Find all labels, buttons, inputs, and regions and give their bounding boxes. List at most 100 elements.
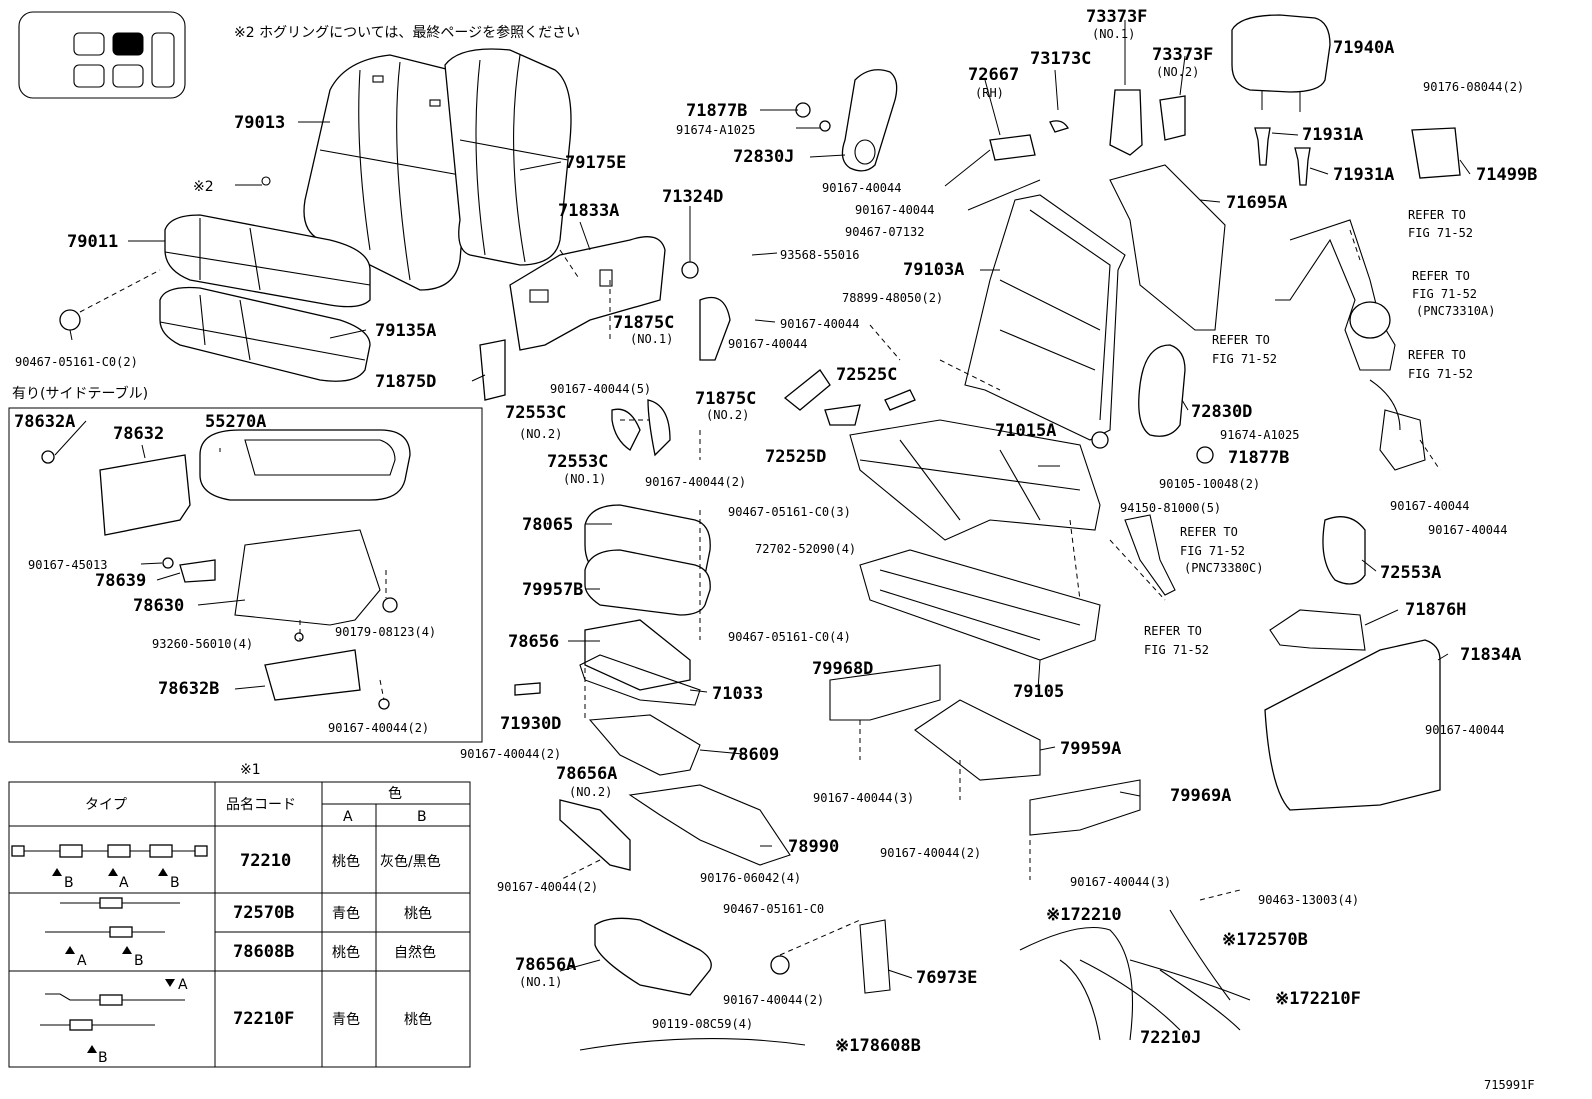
label-72667: 72667 <box>968 65 1019 85</box>
label-78656a-no2-sub: (NO.2) <box>569 785 612 799</box>
bracket-78609 <box>588 714 701 776</box>
table-row-4-b: 桃色 <box>404 1011 432 1028</box>
table-row-1-a: 桃色 <box>332 853 360 870</box>
label-71940a: 71940A <box>1333 38 1394 58</box>
label-76973e: 76973E <box>916 968 977 988</box>
table-row-3-b: 自然色 <box>394 944 436 961</box>
cover-72553c-no1 <box>647 399 671 457</box>
label-90167-40044-b: 90167-40044 <box>728 337 807 351</box>
label-93568-55016: 93568-55016 <box>780 248 859 262</box>
label-71324d: 71324D <box>662 187 723 207</box>
label-78065: 78065 <box>522 515 573 535</box>
marker-b-2: B <box>170 875 180 891</box>
table-header-a: A <box>343 809 353 825</box>
bracket-79959a <box>914 699 1041 781</box>
label-90467-05161-c0-3: 90467-05161-C0(3) <box>728 505 851 519</box>
label-71877b-top: 71877B <box>686 101 747 121</box>
label-90167-40044-d: 90167-40044 <box>855 203 934 217</box>
headrest-guides-illustration <box>1254 127 1311 186</box>
label-refer-2b: FIG 71-52 <box>1412 287 1477 301</box>
type-color-table-grid <box>8 781 471 1068</box>
marker-b-4: B <box>98 1050 108 1066</box>
label-79135a: 79135A <box>375 321 436 341</box>
label-78632a: 78632A <box>14 412 75 432</box>
table-row-1-code: 72210 <box>240 851 291 871</box>
label-71875c-no1-sub: (NO.1) <box>630 332 673 346</box>
cover-71875c-no2 <box>783 369 831 411</box>
label-78656a-no2: 78656A <box>556 764 617 784</box>
label-refer-2c: (PNC73310A) <box>1416 304 1495 318</box>
label-79103a: 79103A <box>903 260 964 280</box>
label-90176-08044-2: 90176-08044(2) <box>1423 80 1524 94</box>
label-73373f-no2: 73373F <box>1152 45 1213 65</box>
label-79968d: 79968D <box>812 659 873 679</box>
side-table-inset-frame <box>8 407 483 743</box>
seatbelt-retractor-illustration <box>1275 219 1396 371</box>
label-91674-a1025-r: 91674-A1025 <box>1220 428 1299 442</box>
headrest-illustration <box>1231 14 1331 112</box>
label-72702-52090-4: 72702-52090(4) <box>755 542 856 556</box>
label-refer-3b: FIG 71-52 <box>1212 352 1277 366</box>
label-172570b: ※172570B <box>1222 930 1308 950</box>
label-78632b: 78632B <box>158 679 219 699</box>
label-90167-40044-g: 90167-40044 <box>1425 723 1504 737</box>
label-79105: 79105 <box>1013 682 1064 702</box>
label-72667-sub: (RH) <box>975 86 1004 100</box>
label-72553c-no2-sub: (NO.2) <box>519 427 562 441</box>
label-71875d: 71875D <box>375 372 436 392</box>
label-71931a-2: 71931A <box>1333 165 1394 185</box>
side-table-inset-title: 有り(サイドテーブル) <box>12 385 148 402</box>
seat-position-icon <box>18 11 186 99</box>
table-row-2-a: 青色 <box>332 905 360 922</box>
label-90119-08c59-4: 90119-08C59(4) <box>652 1017 753 1031</box>
label-90167-40044-2b: 90167-40044(2) <box>460 747 561 761</box>
label-90167-40044-2d: 90167-40044(2) <box>497 880 598 894</box>
label-78899-48050-2: 78899-48050(2) <box>842 291 943 305</box>
table-row-3-a: 桃色 <box>332 944 360 961</box>
label-90463-13003-4: 90463-13003(4) <box>1258 893 1359 907</box>
label-79959a: 79959A <box>1060 739 1121 759</box>
label-72525c: 72525C <box>836 365 897 385</box>
cover-73173c <box>1049 120 1069 133</box>
label-ring-marker: ※2 <box>193 179 214 195</box>
pin-71930d <box>514 682 541 696</box>
label-94150-81000-5: 94150-81000(5) <box>1120 501 1221 515</box>
label-90176-06042-4: 90176-06042(4) <box>700 871 801 885</box>
leader-lines <box>128 20 1471 979</box>
type-color-table: ※1 タイプ 品名コード 色 A B 72210 桃色 灰色/黒色 72570B… <box>64 762 441 1066</box>
marker-a-2: A <box>77 953 87 969</box>
label-71875c-no1: 71875C <box>613 313 674 333</box>
cover-78656a-no2 <box>559 799 631 871</box>
label-71833a: 71833A <box>558 201 619 221</box>
label-78632: 78632 <box>113 424 164 444</box>
seat-frame-illustration <box>849 419 1101 541</box>
table-header-type: タイプ <box>85 797 127 813</box>
table-row-2-code: 72570B <box>233 903 294 923</box>
table-marker: ※1 <box>240 762 261 778</box>
marker-a-3: A <box>178 977 188 993</box>
label-72553a: 72553A <box>1380 563 1441 583</box>
bracket-78990 <box>628 784 791 866</box>
label-73373f-no1: 73373F <box>1086 7 1147 27</box>
seatback-frame-illustration <box>964 194 1126 449</box>
seat-rail-illustration <box>859 549 1101 661</box>
table-row-4-code: 72210F <box>233 1009 294 1029</box>
label-93260-56010-4: 93260-56010(4) <box>152 637 253 651</box>
bracket-73373f-no1 <box>1109 89 1143 156</box>
label-refer-5c: (PNC73380C) <box>1184 561 1263 575</box>
connector-76973e <box>859 919 891 994</box>
armrest-right-illustration <box>1138 344 1186 437</box>
label-71015a: 71015A <box>995 421 1056 441</box>
label-refer-6b: FIG 71-52 <box>1144 643 1209 657</box>
dashed-guides <box>559 229 1441 956</box>
label-90167-40044-3a: 90167-40044(3) <box>813 791 914 805</box>
label-refer-5a: REFER TO <box>1180 525 1238 539</box>
label-refer-1a: REFER TO <box>1408 208 1466 222</box>
cushion-pad-illustration <box>159 286 371 382</box>
label-71695a: 71695A <box>1226 193 1287 213</box>
harness-type-icon-72210 <box>11 844 208 876</box>
label-90167-40044-a: 90167-40044 <box>780 317 859 331</box>
label-90167-40044-2e: 90167-40044(2) <box>723 993 824 1007</box>
label-79957b: 79957B <box>522 580 583 600</box>
